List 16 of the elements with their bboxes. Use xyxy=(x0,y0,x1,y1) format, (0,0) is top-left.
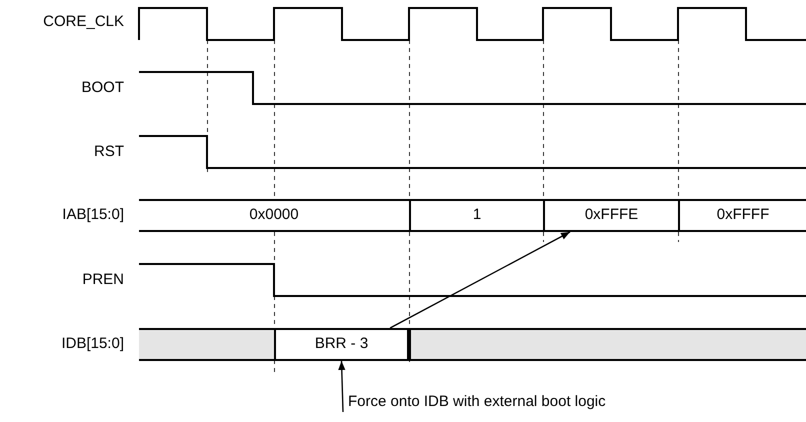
bus-fill xyxy=(409,328,806,361)
bus-value: BRR - 3 xyxy=(274,328,409,361)
signal-name: IDB[15:0] xyxy=(61,335,124,353)
bus-value: 0xFFFF xyxy=(678,199,806,232)
arrow xyxy=(338,360,346,412)
bus-fill xyxy=(139,328,274,361)
arrow xyxy=(390,231,570,329)
signal-name: CORE_CLK xyxy=(43,13,124,31)
signal-name: IAB[15:0] xyxy=(62,206,124,224)
bus-value: 0xFFFE xyxy=(543,199,678,232)
signal-name: PREN xyxy=(82,271,124,289)
signal-name: BOOT xyxy=(81,79,124,97)
bus-value: 1 xyxy=(409,199,543,232)
bus-value: 0x0000 xyxy=(139,199,409,232)
annotation-text: Force onto IDB with external boot logic xyxy=(343,392,693,412)
signal-name: RST xyxy=(94,143,124,161)
